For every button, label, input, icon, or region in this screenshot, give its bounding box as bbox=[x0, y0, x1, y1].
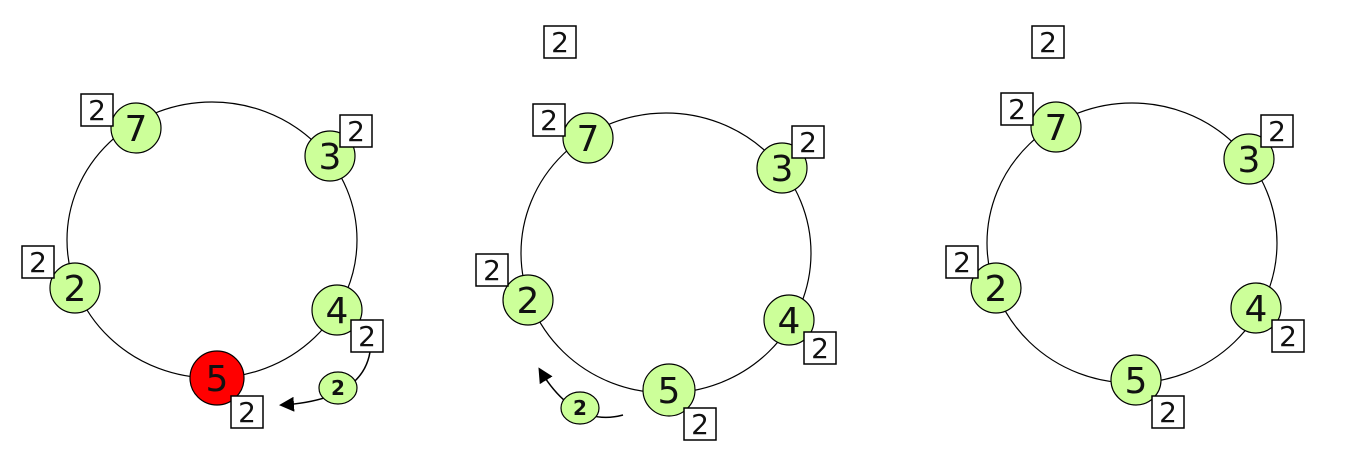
node-circle bbox=[49, 262, 101, 314]
node-state-value: 2 bbox=[238, 396, 256, 429]
message-label: 2 bbox=[573, 396, 587, 420]
ring-node-3: 32 bbox=[1223, 114, 1294, 185]
node-label: 7 bbox=[577, 119, 600, 160]
node-state-box bbox=[350, 319, 384, 353]
node-state-box bbox=[791, 125, 825, 159]
node-state-box bbox=[80, 93, 114, 127]
node-label: 2 bbox=[985, 269, 1008, 310]
node-label: 2 bbox=[517, 281, 540, 322]
node-label: 7 bbox=[125, 109, 148, 150]
node-label: 2 bbox=[64, 269, 87, 310]
node-state-box bbox=[803, 331, 837, 365]
node-circle bbox=[110, 102, 162, 154]
ring-node-3: 32 bbox=[756, 125, 825, 194]
ring-node-2: 22 bbox=[475, 253, 554, 326]
node-state-value: 2 bbox=[29, 246, 47, 279]
ring-node-3: 32 bbox=[304, 114, 373, 182]
node-state-value: 2 bbox=[953, 246, 971, 279]
node-state-value: 2 bbox=[1008, 93, 1026, 126]
node-label: 3 bbox=[771, 149, 794, 190]
node-circle bbox=[311, 284, 363, 336]
ring-node-4: 42 bbox=[763, 294, 837, 365]
node-circle bbox=[642, 363, 696, 417]
node-label: 3 bbox=[1238, 140, 1261, 181]
top-value-value: 2 bbox=[551, 26, 569, 59]
message-token bbox=[560, 391, 600, 425]
node-state-box bbox=[21, 245, 55, 279]
ring-node-2: 22 bbox=[945, 245, 1022, 314]
node-state-box bbox=[1000, 92, 1034, 126]
node-state-box bbox=[532, 103, 566, 137]
node-label: 5 bbox=[658, 371, 681, 412]
failed-node-circle bbox=[189, 350, 245, 406]
node-circle bbox=[970, 262, 1022, 314]
ring-node-7: 72 bbox=[80, 93, 162, 154]
ring-node-5: 52 bbox=[642, 363, 717, 441]
node-state-box bbox=[1151, 395, 1185, 429]
ring-node-2: 22 bbox=[21, 245, 101, 314]
node-label: 7 bbox=[1045, 108, 1068, 149]
node-label: 3 bbox=[319, 137, 342, 178]
node-state-box bbox=[230, 395, 264, 429]
node-label: 5 bbox=[206, 359, 229, 400]
node-circle bbox=[1110, 354, 1162, 406]
node-state-value: 2 bbox=[347, 115, 365, 148]
node-state-box bbox=[475, 253, 509, 287]
ring-node-4: 42 bbox=[1230, 282, 1305, 353]
ring-node-7: 72 bbox=[532, 103, 614, 164]
node-label: 4 bbox=[326, 291, 349, 332]
node-circle bbox=[1230, 282, 1282, 334]
ring-node-4: 42 bbox=[311, 284, 384, 353]
node-state-box bbox=[339, 114, 373, 148]
node-state-value: 2 bbox=[483, 254, 501, 287]
node-circle bbox=[1030, 101, 1082, 153]
ring-node-5: 52 bbox=[1110, 354, 1185, 429]
node-circle bbox=[502, 274, 554, 326]
message-label: 2 bbox=[331, 376, 345, 400]
node-state-value: 2 bbox=[358, 320, 376, 353]
node-state-box bbox=[945, 245, 979, 279]
top-value-value: 2 bbox=[1039, 26, 1057, 59]
node-state-value: 2 bbox=[88, 94, 106, 127]
top-value-box bbox=[543, 25, 577, 59]
node-circle bbox=[763, 294, 815, 346]
node-state-box bbox=[683, 407, 717, 441]
node-state-value: 2 bbox=[540, 104, 558, 137]
node-state-value: 2 bbox=[799, 126, 817, 159]
node-state-box bbox=[1260, 114, 1294, 148]
top-value-box bbox=[1031, 25, 1065, 59]
ring-node-7: 72 bbox=[1000, 92, 1082, 153]
node-circle bbox=[562, 112, 614, 164]
node-state-value: 2 bbox=[1279, 320, 1297, 353]
node-label: 5 bbox=[1125, 361, 1148, 402]
node-label: 4 bbox=[1245, 289, 1268, 330]
node-state-value: 2 bbox=[1268, 115, 1286, 148]
node-state-value: 2 bbox=[1159, 396, 1177, 429]
node-state-box bbox=[1271, 319, 1305, 353]
node-state-value: 2 bbox=[691, 408, 709, 441]
message-token bbox=[318, 371, 358, 405]
node-state-value: 2 bbox=[811, 332, 829, 365]
node-label: 4 bbox=[778, 301, 801, 342]
ring-node-5: 52 bbox=[189, 350, 264, 429]
